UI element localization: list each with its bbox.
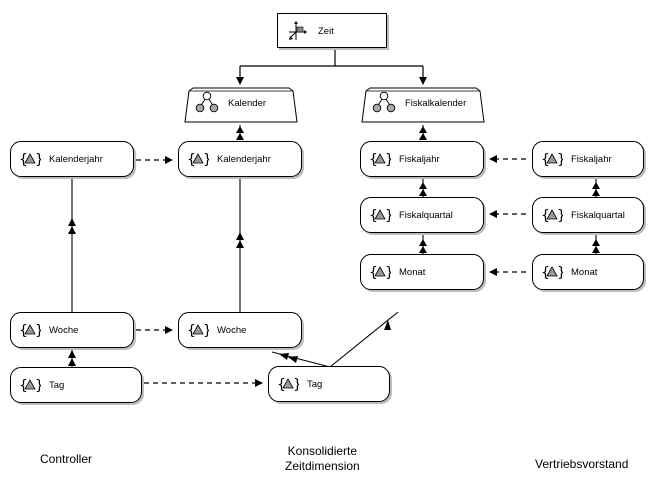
svg-text:}: } bbox=[385, 265, 391, 281]
konsolidiert-level-tag[interactable]: {} Tag bbox=[268, 366, 390, 402]
hierarchy-icon bbox=[372, 91, 396, 113]
svg-text:{: { bbox=[541, 208, 550, 224]
level-icon: {} bbox=[19, 152, 41, 168]
svg-text:{: { bbox=[369, 265, 378, 281]
level-icon: {} bbox=[369, 265, 391, 281]
level-label: Kalenderjahr bbox=[217, 153, 271, 165]
svg-text:}: } bbox=[203, 323, 209, 339]
level-icon: {} bbox=[369, 152, 391, 168]
root-to-hierarchies-connector bbox=[236, 48, 427, 85]
vertrieb-level-monat[interactable]: {} Monat bbox=[532, 254, 644, 290]
konsolidiert-level-kalenderjahr[interactable]: {} Kalenderjahr bbox=[178, 141, 302, 177]
svg-text:{: { bbox=[277, 377, 286, 393]
controller-chain-arrows bbox=[68, 218, 76, 366]
fiskal-chain-arrows bbox=[419, 126, 427, 253]
level-label: Fiskaljahr bbox=[571, 153, 612, 165]
caption-konsolidiert-line1: Konsolidierte bbox=[287, 444, 358, 458]
svg-text:{: { bbox=[541, 265, 550, 281]
hierarchy-kalender[interactable]: Kalender bbox=[183, 87, 300, 125]
level-label: Monat bbox=[399, 266, 426, 278]
level-label: Fiskalquartal bbox=[399, 209, 453, 221]
caption-vertrieb: Vertriebsvorstand bbox=[535, 457, 650, 472]
level-label: Fiskalquartal bbox=[571, 209, 625, 221]
level-label: Woche bbox=[217, 324, 247, 336]
level-icon: {} bbox=[19, 378, 41, 394]
level-icon: {} bbox=[369, 208, 391, 224]
controller-level-tag[interactable]: {} Tag bbox=[10, 367, 142, 403]
konsolidiert-level-fiskalquartal[interactable]: {} Fiskalquartal bbox=[360, 197, 484, 233]
level-icon: {} bbox=[187, 323, 209, 339]
dimension-icon bbox=[289, 21, 307, 40]
hierarchy-fiskalkalender[interactable]: Fiskalkalender bbox=[360, 87, 487, 125]
controller-level-kalenderjahr[interactable]: {} Kalenderjahr bbox=[10, 141, 134, 177]
caption-konsolidiert-line2: Zeitdimension bbox=[285, 459, 360, 473]
konsolidiert-level-fiskaljahr[interactable]: {} Fiskaljahr bbox=[360, 141, 484, 177]
tag-to-parents-arrows bbox=[279, 320, 391, 363]
level-icon: {} bbox=[541, 152, 563, 168]
svg-text:{: { bbox=[187, 152, 196, 168]
svg-text:}: } bbox=[35, 323, 41, 339]
svg-text:}: } bbox=[203, 152, 209, 168]
mapping-dashed-connectors bbox=[136, 155, 526, 387]
svg-text:}: } bbox=[385, 152, 391, 168]
svg-text:}: } bbox=[557, 265, 563, 281]
level-icon: {} bbox=[19, 323, 41, 339]
svg-text:{: { bbox=[19, 378, 28, 394]
svg-text:}: } bbox=[385, 208, 391, 224]
svg-text:}: } bbox=[557, 208, 563, 224]
svg-text:{: { bbox=[187, 323, 196, 339]
level-icon: {} bbox=[277, 377, 299, 393]
caption-konsolidiert: Konsolidierte Zeitdimension bbox=[285, 444, 360, 474]
caption-vertrieb-text: Vertriebsvorstand bbox=[535, 457, 629, 471]
hierarchy-shape bbox=[361, 87, 485, 123]
svg-text:{: { bbox=[19, 323, 28, 339]
caption-controller: Controller bbox=[40, 452, 92, 467]
vertrieb-chain-arrows bbox=[592, 182, 600, 253]
level-label: Tag bbox=[307, 378, 323, 390]
vertrieb-level-fiskalquartal[interactable]: {} Fiskalquartal bbox=[532, 197, 644, 233]
hierarchy-icon bbox=[195, 91, 219, 113]
svg-text:}: } bbox=[35, 152, 41, 168]
svg-text:{: { bbox=[369, 152, 378, 168]
dimension-label: Zeit bbox=[318, 26, 334, 37]
hierarchy-shape bbox=[184, 87, 298, 123]
svg-text:}: } bbox=[293, 377, 299, 393]
caption-controller-text: Controller bbox=[40, 452, 93, 466]
hierarchy-label: Kalender bbox=[228, 98, 267, 109]
hierarchy-label: Fiskalkalender bbox=[405, 98, 467, 109]
level-label: Kalenderjahr bbox=[49, 153, 103, 165]
svg-text:{: { bbox=[369, 208, 378, 224]
svg-text:}: } bbox=[557, 152, 563, 168]
svg-text:{: { bbox=[541, 152, 550, 168]
level-icon: {} bbox=[541, 265, 563, 281]
konsolidiert-level-monat[interactable]: {} Monat bbox=[360, 254, 484, 290]
controller-level-woche[interactable]: {} Woche bbox=[10, 312, 134, 348]
level-label: Fiskaljahr bbox=[399, 153, 440, 165]
level-label: Monat bbox=[571, 266, 598, 278]
level-label: Woche bbox=[49, 324, 79, 336]
level-label: Tag bbox=[49, 379, 65, 391]
konsolidiert-level-woche[interactable]: {} Woche bbox=[178, 312, 302, 348]
level-icon: {} bbox=[187, 152, 209, 168]
level-icon: {} bbox=[541, 208, 563, 224]
kalender-chain-arrows bbox=[236, 126, 244, 248]
svg-text:}: } bbox=[35, 378, 41, 394]
svg-text:{: { bbox=[19, 152, 28, 168]
vertrieb-level-fiskaljahr[interactable]: {} Fiskaljahr bbox=[532, 141, 644, 177]
dimension-zeit[interactable]: Zeit bbox=[277, 13, 387, 48]
